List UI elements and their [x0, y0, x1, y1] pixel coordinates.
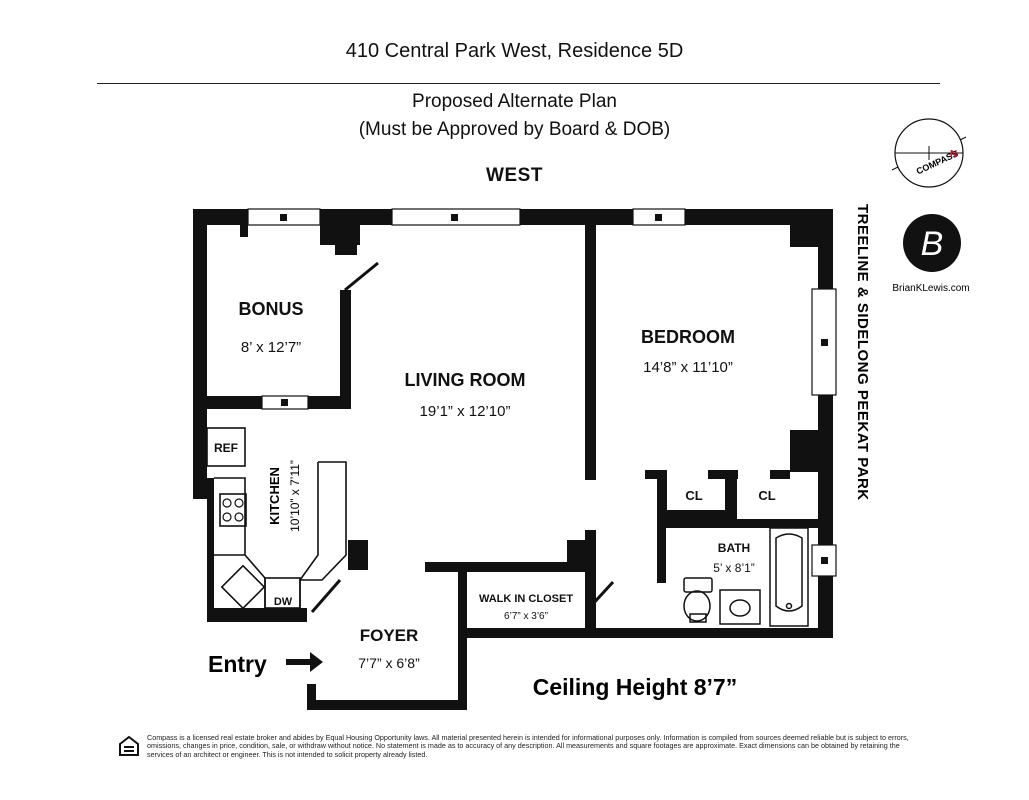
- bonus-label: BONUS: [238, 299, 303, 319]
- closet-1-label: CL: [685, 488, 702, 503]
- page-title: 410 Central Park West, Residence 5D: [345, 40, 684, 62]
- compass-icon: COMPASS N: [891, 118, 967, 188]
- doors: [310, 261, 615, 613]
- bath-label: BATH: [718, 541, 750, 555]
- stove-burners: [222, 498, 244, 522]
- entry-label: Entry: [208, 651, 267, 677]
- foyer-dims: 7’7” x 6’8”: [358, 655, 420, 671]
- equal-housing-icon: [119, 735, 139, 756]
- bonus-dims: 8’ x 12’7”: [241, 339, 301, 356]
- kitchen-label: KITCHEN: [267, 467, 282, 525]
- sink: [719, 589, 761, 625]
- bath-dims: 5’ x 8’1”: [713, 561, 755, 575]
- walk-in-closet-dims: 6’7” x 3’6”: [504, 611, 548, 622]
- view-label: TREELINE & SIDELONG PEEKAT PARK: [854, 204, 871, 501]
- walls: [193, 209, 833, 710]
- entry-arrow-icon: [286, 652, 323, 672]
- kitchen-counters: [206, 427, 347, 610]
- plan-subtitle: Proposed Alternate Plan: [412, 91, 617, 112]
- bath-fixtures: [683, 527, 809, 627]
- bedroom-label: BEDROOM: [641, 327, 735, 347]
- dw: [264, 577, 301, 609]
- kitchen-dims: 10’10” x 7’11”: [288, 460, 302, 532]
- living-room-label: LIVING ROOM: [405, 370, 526, 390]
- toilet: [683, 577, 713, 593]
- title-divider: [97, 83, 940, 84]
- orientation-label: WEST: [486, 165, 543, 186]
- ref: [206, 427, 246, 467]
- logo-letter: B: [921, 225, 944, 263]
- ceiling-height-label: Ceiling Height 8’7”: [533, 674, 737, 700]
- closet-2-label: CL: [758, 488, 775, 503]
- legal-disclaimer: Compass is a licensed real estate broker…: [147, 733, 909, 759]
- bathtub: [769, 527, 809, 627]
- brand-website: BrianKLewis.com: [892, 283, 969, 294]
- walk-in-closet-label: WALK IN CLOSET: [479, 593, 573, 605]
- foyer-label: FOYER: [360, 626, 419, 645]
- dw-label: DW: [274, 596, 293, 608]
- north-marker: N: [950, 149, 957, 160]
- ref-label: REF: [214, 441, 238, 455]
- plan-note: (Must be Approved by Board & DOB): [358, 119, 671, 140]
- brand-logo: B BrianKLewis.com: [892, 214, 970, 294]
- bedroom-dims: 14’8” x 11’10”: [643, 359, 733, 376]
- living-room-dims: 19’1” x 12’10”: [420, 403, 511, 420]
